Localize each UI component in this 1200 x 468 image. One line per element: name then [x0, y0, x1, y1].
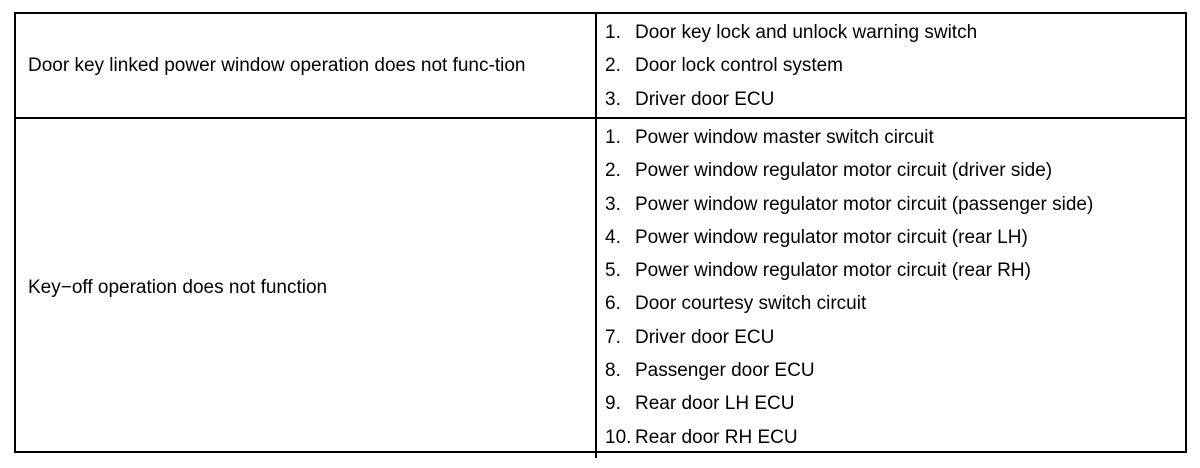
item-text: Door lock control system [635, 55, 844, 77]
item-text: Passenger door ECU [635, 360, 815, 382]
list-item: 7. Driver door ECU [605, 325, 1181, 358]
suspected-area-list: 1. Power window master switch circuit 2. P… [605, 125, 1181, 458]
item-number: 1. [605, 127, 621, 148]
list-item: 4. Power window regulator motor circuit (… [605, 225, 1181, 258]
item-text: Power window regulator motor circuit (pa… [635, 193, 1094, 215]
item-number: 10. [605, 426, 632, 448]
item-text: Driver door ECU [635, 88, 775, 110]
table-row: Key−off operation does not function 1. Po… [16, 119, 1185, 458]
list-item: 2. Power window regulator motor circuit (… [605, 158, 1181, 191]
item-text: Rear door LH ECU [635, 393, 795, 415]
table-row: Door key linked power window operation d… [16, 14, 1185, 119]
symptom-text: Key−off operation does not function [28, 277, 328, 299]
list-item: 3. Power window regulator motor circuit (… [605, 192, 1181, 225]
symptom-text: Door key linked power window operation d… [28, 54, 526, 76]
item-text: Power window regulator motor circuit (re… [635, 226, 1028, 248]
item-number: 3. [605, 193, 621, 215]
item-text: Power window regulator motor circuit (re… [635, 260, 1031, 282]
suspected-area-cell: 1. Door key lock and unlock warning switc… [597, 14, 1185, 117]
item-number: 7. [605, 326, 621, 348]
list-item: 9. Rear door LH ECU [605, 391, 1181, 424]
item-number: 3. [605, 88, 621, 110]
item-text: Power window regulator motor circuit (dr… [635, 160, 1053, 182]
suspected-area-cell: 1. Power window master switch circuit 2. P… [597, 119, 1185, 458]
item-number: 5. [605, 260, 621, 282]
symptom-cell: Key−off operation does not function [16, 119, 597, 458]
item-number: 9. [605, 393, 621, 415]
list-item: 6. Door courtesy switch circuit [605, 291, 1181, 324]
item-text: Door key lock and unlock warning switch [635, 22, 978, 43]
item-text: Door courtesy switch circuit [635, 293, 867, 315]
item-number: 6. [605, 293, 621, 315]
list-item: 2. Door lock control system [605, 53, 1181, 86]
list-item: 8. Passenger door ECU [605, 358, 1181, 391]
item-text: Rear door RH ECU [635, 426, 798, 448]
item-text: Driver door ECU [635, 326, 775, 348]
list-item: 1. Power window master switch circuit [605, 125, 1181, 158]
list-item: 1. Door key lock and unlock warning switc… [605, 20, 1181, 53]
item-number: 2. [605, 160, 621, 182]
symptom-cell: Door key linked power window operation d… [16, 14, 597, 117]
suspected-area-list: 1. Door key lock and unlock warning switc… [605, 20, 1181, 120]
item-number: 1. [605, 22, 621, 43]
list-item: 10.Rear door RH ECU [605, 425, 1181, 458]
item-text: Power window master switch circuit [635, 127, 934, 148]
item-number: 2. [605, 55, 621, 77]
problem-symptoms-table: Door key linked power window operation d… [14, 12, 1187, 458]
list-item: 5. Power window regulator motor circuit (… [605, 258, 1181, 291]
item-number: 4. [605, 226, 621, 248]
item-number: 8. [605, 360, 621, 382]
list-item: 3. Driver door ECU [605, 87, 1181, 120]
